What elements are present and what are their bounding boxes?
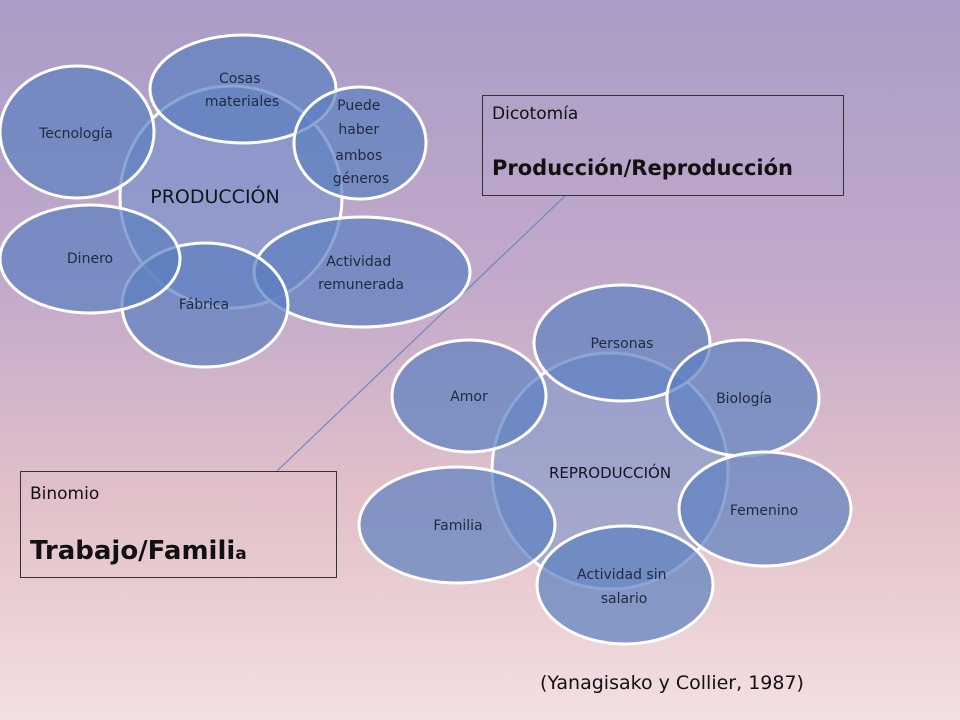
node-tecnologia-label: Tecnología (38, 126, 113, 142)
citation: (Yanagisako y Collier, 1987) (540, 672, 804, 694)
node-personas-label: Personas (591, 336, 654, 352)
dicotomia-box: Dicotomía Producción/Reproducción (482, 95, 844, 196)
node-femenino-label: Femenino (730, 503, 798, 519)
node-biologia-label: Biología (716, 391, 772, 407)
node-amor (390, 338, 548, 454)
node-cosas-label: Cosas materiales (205, 71, 279, 110)
node-tecnologia (0, 64, 156, 200)
dicotomia-label: Dicotomía (492, 104, 579, 124)
node-dinero (0, 203, 182, 315)
node-dinero-label: Dinero (67, 251, 113, 267)
node-cosas-materiales (148, 33, 338, 145)
binomio-title: Trabajo/Familia (30, 536, 247, 566)
node-puede-haber (292, 85, 428, 201)
produccion-cluster: PRODUCCIÓN Cosas materiales Puede haber … (0, 33, 472, 369)
node-fabrica-label: Fábrica (179, 297, 229, 313)
reproduccion-cluster: REPRODUCCIÓN Personas Biología Femenino … (357, 283, 853, 646)
node-femenino (677, 450, 853, 568)
node-amor-label: Amor (450, 389, 488, 405)
reproduccion-center-label: REPRODUCCIÓN (549, 463, 671, 482)
node-actividad-sin-salario (535, 524, 715, 646)
dicotomia-title: Producción/Reproducción (492, 156, 793, 180)
connector-line (276, 195, 566, 472)
node-puede-label: Puede haber ambos géneros (333, 98, 389, 187)
node-personas (532, 283, 712, 403)
binomio-title-suffix: a (235, 544, 247, 564)
produccion-center-label: PRODUCCIÓN (150, 184, 279, 208)
node-actividad-label: Actividad remunerada (318, 254, 404, 293)
binomio-label: Binomio (30, 484, 100, 504)
node-actividad-sin-salario-label: Actividad sin salario (577, 567, 671, 607)
binomio-box: Binomio Trabajo/Familia (20, 471, 337, 578)
node-familia-label: Familia (433, 518, 482, 534)
binomio-title-main: Trabajo/Famili (30, 536, 236, 566)
node-familia (357, 465, 557, 585)
